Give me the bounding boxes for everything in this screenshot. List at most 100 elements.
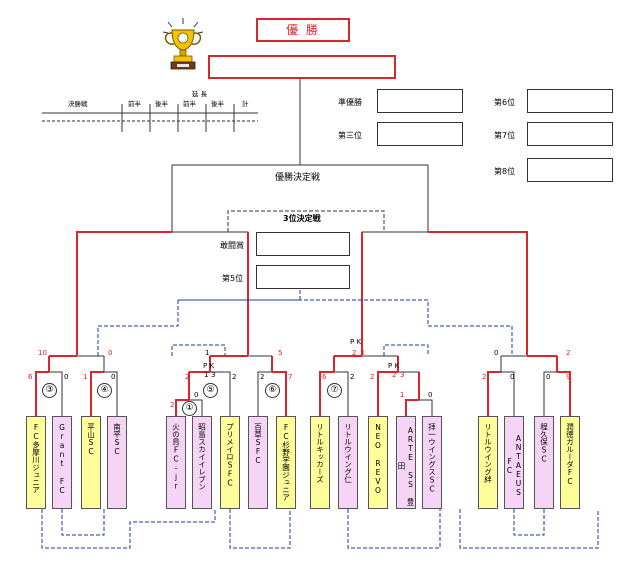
team-name: 昭島スカイイレブン xyxy=(197,423,207,491)
team-box[interactable]: 潤徳ガルーダFC xyxy=(560,416,580,509)
score: 3 xyxy=(400,371,405,379)
score: 1 xyxy=(400,391,405,399)
score: 0 xyxy=(64,373,69,381)
pk-label: P K xyxy=(388,362,400,370)
match-number-5: ⑤ xyxy=(203,383,218,398)
fighting-spirit-box[interactable] xyxy=(256,232,350,256)
team-box[interactable]: 百草SFC xyxy=(248,416,268,509)
rank-box-7th[interactable] xyxy=(527,122,613,146)
team-box[interactable]: 拝一ウイングスSC xyxy=(422,416,442,509)
score: 2 xyxy=(260,373,265,381)
match-number-6: ⑥ xyxy=(265,383,280,398)
score: 6 xyxy=(28,373,33,381)
score: 2 xyxy=(482,373,487,381)
score: 0 xyxy=(510,373,515,381)
match-number-3: ③ xyxy=(42,383,57,398)
score: 3 xyxy=(211,371,216,379)
team-box[interactable]: リトルウイング仁 xyxy=(338,416,358,509)
score: 7 xyxy=(288,373,293,381)
score-col-extra-first: 前半 xyxy=(183,100,196,108)
team-name: FC多摩川ジュニア xyxy=(31,423,41,494)
score: 10 xyxy=(38,349,47,357)
score: 0 xyxy=(546,373,551,381)
rank-box-2nd[interactable] xyxy=(377,89,463,113)
rank-label-8th: 第8位 xyxy=(494,167,516,176)
team-name: FC杉野学園ジュニア xyxy=(281,423,291,501)
team-name: ANTAEUS FC xyxy=(505,434,523,497)
score: 9 xyxy=(566,373,571,381)
score: 1 xyxy=(204,371,209,379)
score: 3 xyxy=(360,349,365,357)
score: 2 xyxy=(170,401,175,409)
score-col-first-half: 前半 xyxy=(128,100,141,108)
score: 0 xyxy=(111,373,116,381)
team-box[interactable]: 南平SC xyxy=(107,416,127,509)
score: 2 xyxy=(232,373,237,381)
team-box[interactable]: リトルキッカーズ xyxy=(310,416,330,509)
rank-label-3rd: 第三位 xyxy=(338,131,362,140)
fifth-place-label: 第5位 xyxy=(222,274,244,283)
match-number-4: ④ xyxy=(97,383,112,398)
final-match-label: 優勝決定戦 xyxy=(275,173,321,183)
rank-label-2nd: 準優勝 xyxy=(338,98,362,107)
team-box[interactable]: 昭島スカイイレブン xyxy=(192,416,212,509)
score: 2 xyxy=(350,373,355,381)
score: 0 xyxy=(428,391,433,399)
team-name: リトルウイング絆 xyxy=(483,423,493,483)
team-name: ARTE SS 豊田 xyxy=(397,425,415,506)
team-name: 拝一ウイングスSC xyxy=(427,423,437,494)
team-name: リトルキッカーズ xyxy=(315,423,325,483)
score: 0 xyxy=(494,349,499,357)
team-box[interactable]: 程久保SC xyxy=(534,416,554,509)
team-box[interactable]: ANTAEUS FC xyxy=(504,416,524,509)
team-name: Grant FC xyxy=(57,423,67,495)
score-col-extra-second: 後半 xyxy=(211,100,224,108)
score: 6 xyxy=(322,373,327,381)
score: 0 xyxy=(194,391,199,399)
champion-title: 優 勝 xyxy=(256,18,350,42)
score: 2 xyxy=(352,349,357,357)
third-place-match-label: 3位決定戦 xyxy=(283,214,321,223)
match-number-7: ⑦ xyxy=(327,383,342,398)
team-box[interactable]: プリメイロSFC xyxy=(220,416,240,509)
team-name: リトルウイング仁 xyxy=(343,423,353,483)
match-number-1: ① xyxy=(182,401,197,416)
rank-label-7th: 第7位 xyxy=(494,131,516,140)
team-box[interactable]: ARTE SS 豊田 xyxy=(396,416,416,509)
score-table: 決勝戦 前半 後半 前半 後半 計 xyxy=(42,96,258,136)
team-name: 南平SC xyxy=(112,423,122,456)
rank-box-8th[interactable] xyxy=(527,158,613,182)
rank-box-3rd[interactable] xyxy=(377,122,463,146)
champion-box[interactable] xyxy=(208,55,396,79)
team-name: 火の鳥FC-jr xyxy=(171,423,181,491)
score: 2 xyxy=(566,349,571,357)
score: 1 xyxy=(83,373,88,381)
team-name: 潤徳ガルーダFC xyxy=(565,423,575,486)
team-box[interactable]: 火の鳥FC-jr xyxy=(166,416,186,509)
team-name: プリメイロSFC xyxy=(225,423,235,488)
fighting-spirit-label: 敢闘賞 xyxy=(220,241,244,250)
team-box[interactable]: NEO REVO xyxy=(368,416,388,509)
score: 2 xyxy=(392,371,397,379)
rank-label-6th: 第6位 xyxy=(494,98,516,107)
team-box[interactable]: FC多摩川ジュニア xyxy=(26,416,46,509)
team-box[interactable]: 平山SC xyxy=(81,416,101,509)
team-box[interactable]: リトルウイング絆 xyxy=(478,416,498,509)
score: 2 xyxy=(185,373,190,381)
team-name: 程久保SC xyxy=(539,423,549,464)
team-box[interactable]: Grant FC xyxy=(52,416,72,509)
team-name: 平山SC xyxy=(86,423,96,456)
score-col-total: 計 xyxy=(242,100,249,108)
rank-box-6th[interactable] xyxy=(527,89,613,113)
score: 5 xyxy=(278,349,283,357)
trophy-icon xyxy=(162,18,204,70)
score-col-final: 決勝戦 xyxy=(68,100,88,108)
pk-label: P K xyxy=(203,362,215,370)
fifth-place-box[interactable] xyxy=(256,265,350,289)
score: 0 xyxy=(108,349,113,357)
score: 1 xyxy=(205,349,210,357)
pk-label: P K xyxy=(350,338,362,346)
team-box[interactable]: FC杉野学園ジュニア xyxy=(276,416,296,509)
